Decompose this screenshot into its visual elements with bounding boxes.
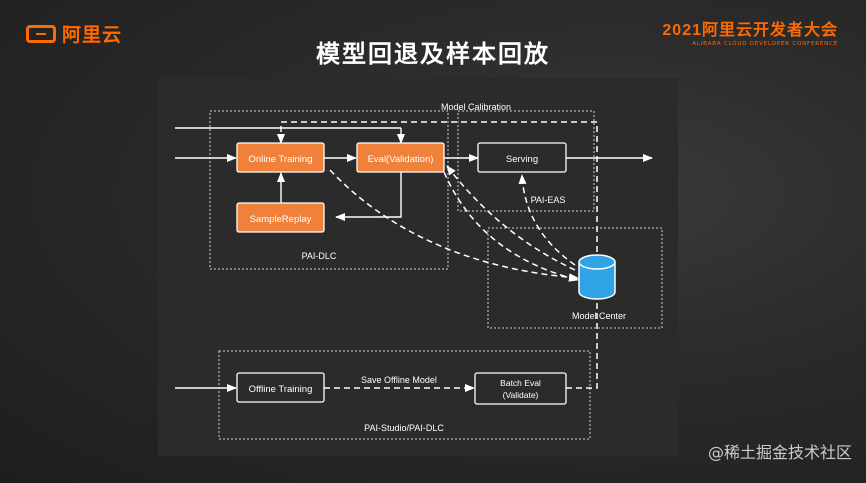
serving-label: Serving [506,154,538,165]
model-calibration-label: Model Calibration [441,102,511,112]
eval-validation-node [356,142,445,173]
model-calibration-box [457,110,595,212]
model-center-database-icon [578,254,616,300]
edge-online-to-model-center [329,169,579,282]
sample-replay-node [236,202,325,233]
online-training-node [236,142,325,173]
pai-studio-label: PAI-Studio/PAI-DLC [364,423,444,433]
pai-studio-box [218,350,591,440]
alibaba-cloud-logo-icon [26,24,56,43]
page-title: 模型回退及样本回放 [316,40,550,68]
batch-eval-label-line2: (Validate) [503,390,539,400]
pai-dlc-label: PAI-DLC [302,251,337,261]
offline-training-label: Offline Training [249,384,313,395]
sample-replay-label: SampleReplay [250,214,312,225]
batch-eval-node [474,372,567,405]
pai-dlc-box [209,110,449,270]
alibaba-cloud-logo: 阿里云 [26,20,122,47]
offline-training-node [236,372,325,403]
model-center-label: Model Center [572,311,626,321]
event-branding: 2021阿里云开发者大会 ALIBABA CLOUD DEVELOPER CON… [662,16,838,47]
event-subtitle: ALIBABA CLOUD DEVELOPER CONFERENCE [692,41,838,47]
logo-text: 阿里云 [62,24,123,46]
save-offline-model-label: Save Offline Model [361,375,437,385]
pai-eas-label: PAI-EAS [531,195,566,205]
edge-model-center-to-online-training [277,121,598,262]
batch-eval-label-line1: Batch Eval [500,378,541,388]
edge-model-center-to-serving [518,174,576,266]
edge-eval-to-sample-replay [335,172,402,221]
edge-batch-eval-to-model-center [566,302,598,389]
event-title: 2021阿里云开发者大会 [662,22,838,39]
online-training-label: Online Training [249,154,313,165]
model-center-box [487,227,663,329]
watermark: @稀土掘金技术社区 [707,443,852,462]
serving-node [477,142,567,173]
edge-model-center-to-eval [446,165,576,271]
edge-eval-to-model-center [443,171,579,282]
eval-validation-label: Eval(Validation) [368,154,434,165]
